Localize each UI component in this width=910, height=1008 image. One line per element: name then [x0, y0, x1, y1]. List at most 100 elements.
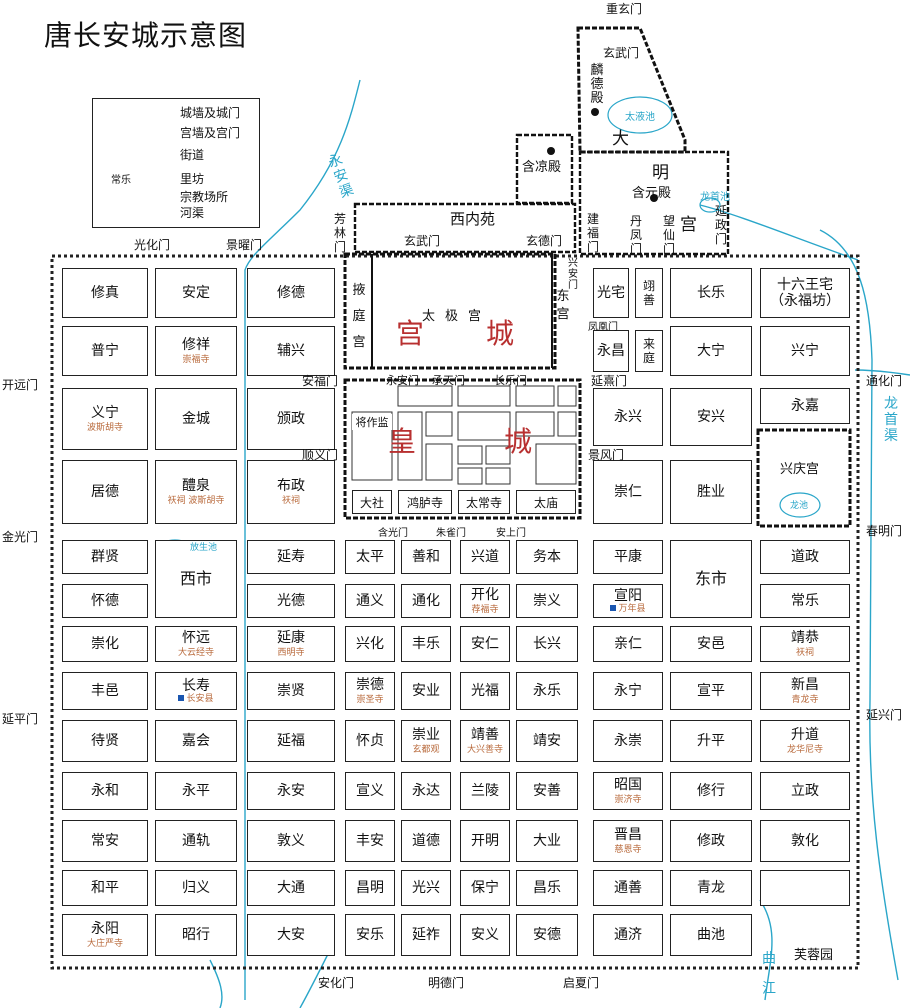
ward: 大安: [247, 914, 335, 956]
ward-name: 怀贞: [356, 733, 384, 749]
ward: 修行: [670, 772, 752, 810]
ward-name: 修行: [697, 783, 725, 799]
gate-jingfeng: 景风门: [588, 448, 625, 462]
ward-name: 安仁: [471, 636, 499, 652]
ward: 胜业: [670, 460, 752, 524]
xingqing-palace-wall: [756, 428, 852, 528]
ward: 大宁: [670, 326, 752, 376]
ward: 昌乐: [516, 870, 578, 906]
ward-name: 普宁: [91, 343, 119, 359]
gate-jinguang: 金光门: [2, 530, 39, 544]
ward-name: 通轨: [182, 833, 210, 849]
ward-name: 常乐: [791, 593, 819, 609]
ward: 升平: [670, 720, 752, 762]
ward: 晋昌慈恩寺: [593, 820, 663, 862]
ward-yongchang: 永昌: [593, 330, 629, 372]
ward: 安邑: [670, 626, 752, 662]
ward-name: 大通: [277, 880, 305, 896]
ward: 敦化: [760, 820, 850, 862]
ward: 通义: [345, 584, 395, 618]
ward: 永平: [155, 772, 237, 810]
ward-name: 通善: [614, 880, 642, 896]
ward: 兴道: [460, 540, 510, 574]
ward: 延福: [247, 720, 335, 762]
ward: 和平: [62, 870, 148, 906]
taichang-office: 太常寺: [458, 490, 510, 514]
ward-name: 长兴: [533, 636, 561, 652]
ward-name: 丰乐: [412, 636, 440, 652]
ward-name: 敦义: [277, 833, 305, 849]
dashe-office: 大社: [352, 490, 392, 514]
daming-label-3: 宫: [680, 215, 697, 235]
ward: 丰乐: [401, 626, 451, 662]
ward: 安仁: [460, 626, 510, 662]
temple-label: 玄都观: [412, 745, 440, 755]
gate-kaiyuan: 开远门: [2, 378, 39, 392]
ward-name: 永达: [412, 783, 440, 799]
jianfu-gate-label: 建福门: [586, 212, 599, 254]
ward-name: 归义: [182, 880, 210, 896]
ward-name: 永乐: [533, 683, 561, 699]
legend-ward: 里坊: [180, 172, 205, 186]
ward-name: 平康: [614, 549, 642, 565]
ward-name: 金城: [182, 411, 210, 427]
daming-south-wall: [578, 150, 730, 256]
gate-anfu: 安福门: [302, 374, 339, 388]
ward-name: 太平: [356, 549, 384, 565]
ward: 宣平: [670, 672, 752, 710]
ward-name: 昭行: [182, 927, 210, 943]
ward: 通济: [593, 914, 663, 956]
ward: 靖恭祆祠: [760, 626, 850, 662]
xingqing-palace-label: 兴庆宫: [780, 462, 820, 477]
ward: 宣义: [345, 772, 395, 810]
honglu-office: 鸿胪寺: [398, 490, 452, 514]
gate-anshang: 安上门: [496, 528, 526, 539]
gate-chunming: 春明门: [866, 524, 903, 538]
qujiang-label: 曲江: [762, 951, 776, 997]
ward-name: 保宁: [471, 880, 499, 896]
ward-name: 升平: [697, 733, 725, 749]
legend-temple: 宗教场所: [180, 190, 229, 204]
ward: 开明: [460, 820, 510, 862]
ward-name: 兴化: [356, 636, 384, 652]
legend-canal: 河渠: [180, 206, 205, 220]
gate-yanxi: 延熹门: [591, 374, 628, 388]
ward-name: 曲池: [697, 927, 725, 943]
legend-city-wall: 城墙及城门: [180, 106, 241, 120]
longshou-pond: [699, 197, 721, 213]
ward: 宣阳万年县: [593, 584, 663, 618]
ward: 崇化: [62, 626, 148, 662]
ward-name: 崇贤: [277, 683, 305, 699]
ward: 普宁: [62, 326, 148, 376]
ward-name: 亲仁: [614, 636, 642, 652]
ward: 十六王宅 （永福坊）: [760, 268, 850, 318]
ward: 怀远大云经寺: [155, 626, 237, 662]
ward-name: 敦化: [791, 833, 819, 849]
ward-name: 安善: [533, 783, 561, 799]
xineiyuan-label: 西内苑: [450, 210, 496, 228]
legend-ward-sample: 常乐: [111, 175, 131, 186]
gate-fengfeng: 凤凰门: [588, 322, 618, 333]
longshou-canal-branch: [699, 204, 859, 261]
ward: 通善: [593, 870, 663, 906]
gate-guanghua: 光化门: [134, 238, 171, 252]
ward: 延寿: [247, 540, 335, 574]
ward: 保宁: [460, 870, 510, 906]
temple-label: 大庄严寺: [86, 939, 123, 949]
ward: 永宁: [593, 672, 663, 710]
ward-name: 长寿: [182, 678, 210, 694]
gate-mingde: 明德门: [428, 976, 465, 990]
temple-label: 祆祠: [795, 648, 814, 658]
ward-name: 立政: [791, 783, 819, 799]
ward: 安德: [516, 914, 578, 956]
ward: 金城: [155, 388, 237, 450]
ward: 醴泉祆祠 波斯胡寺: [155, 460, 237, 524]
ward-name: 宣平: [697, 683, 725, 699]
gate-changle: 长乐门: [494, 374, 527, 387]
gate-chengtian: 承天门: [432, 374, 465, 387]
ward: 兴宁: [760, 326, 850, 376]
yeting-palace-label: 掖庭宫: [352, 283, 366, 350]
wangxian-gate-label: 望仙门: [662, 214, 675, 256]
ward: 崇业玄都观: [401, 720, 451, 762]
gate-xuanwu-taiji: 玄武门: [404, 234, 441, 248]
